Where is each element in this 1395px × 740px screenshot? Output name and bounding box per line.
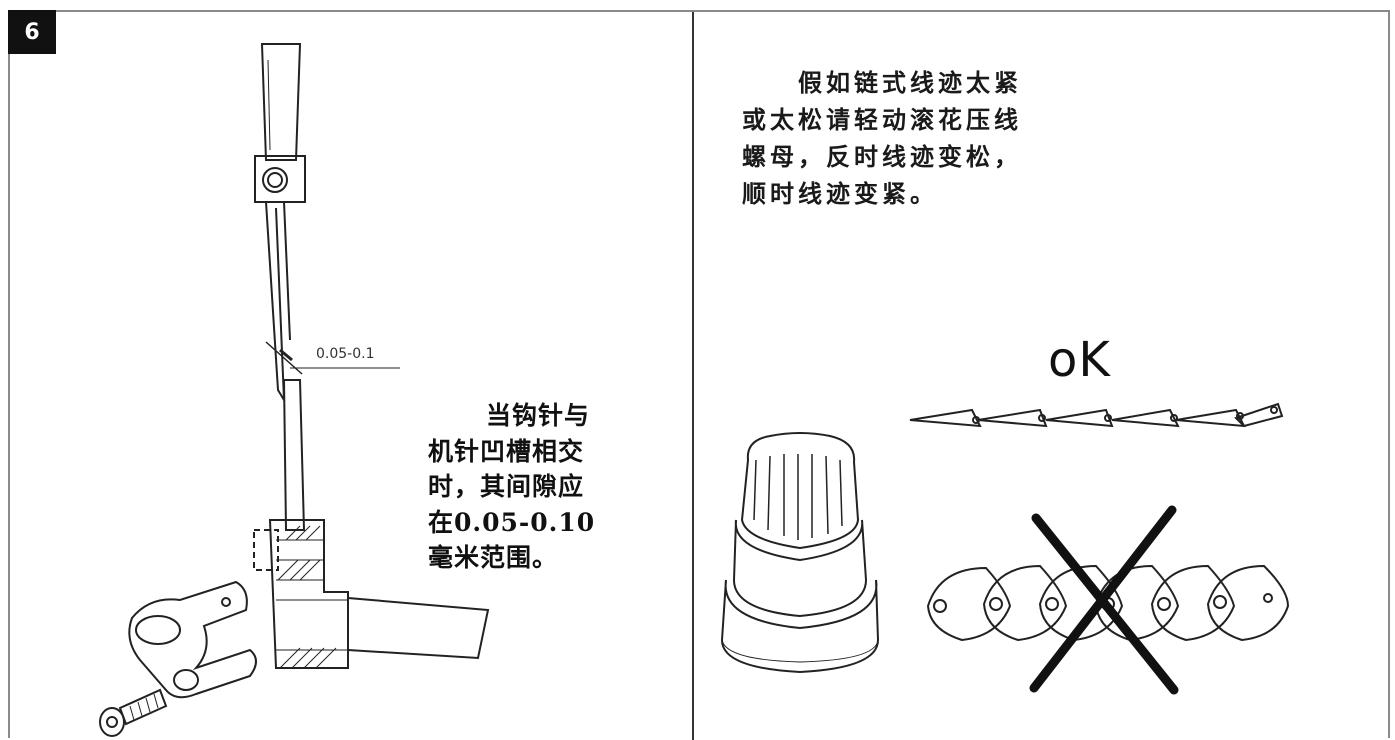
set-screw-body [118, 688, 168, 726]
hook-arm [347, 597, 490, 660]
wrong-cross-mark [1029, 505, 1179, 695]
instruction-line: 假如链式线迹太紧 [798, 68, 1022, 97]
hook-holder-drawing [99, 580, 257, 737]
needle-edge [283, 201, 291, 341]
caption-line: 毫米范围。 [428, 543, 559, 572]
page-frame [8, 10, 1390, 738]
gap-caption: 当钩针与 机针凹槽相交 时，其间隙应 在0.05-0.10 毫米范围。 [428, 398, 638, 576]
tension-instructions: 假如链式线迹太紧 或太松请轻动滚花压线 螺母，反时线迹变松， 顺时线迹变紧。 [742, 64, 1102, 212]
hook-holder-bore [135, 615, 181, 645]
wrong-stitch-chain [926, 564, 1290, 642]
knurled-nut-base [720, 579, 880, 674]
knurled-nut-middle [732, 519, 868, 618]
caption-line: 在0.05-0.10 [428, 507, 596, 537]
hook-holder-clamp [128, 580, 257, 699]
knurled-nut-top [740, 432, 860, 550]
clamp-screw-outer [262, 167, 288, 193]
needle-clamp-block [254, 155, 306, 203]
needle [265, 201, 285, 401]
gap-dimension-label: 0.05-0.1 [316, 346, 375, 362]
caption-line: 当钩针与 [486, 401, 591, 430]
instruction-line: 螺母，反时线迹变松， [742, 142, 1022, 171]
hook-column [282, 379, 306, 531]
step-number: 6 [24, 19, 40, 45]
needle-bar [260, 43, 302, 161]
gap-indicator-line [265, 341, 303, 375]
clamp-screw-inner [267, 172, 283, 188]
caption-line: 时，其间隙应 [428, 472, 585, 501]
hook-base-hidden [253, 529, 279, 571]
hook-base [268, 519, 349, 669]
panel-divider [692, 12, 694, 740]
step-number-badge: 6 [8, 10, 56, 54]
knurled-nut-drawing [720, 432, 880, 674]
ok-label: oK [1048, 332, 1111, 388]
needle-bar-drawing [253, 43, 490, 669]
ok-stitch-chain [909, 402, 1284, 428]
hook-holder-screw-hole [173, 669, 199, 691]
caption-line: 机针凹槽相交 [428, 436, 585, 466]
instruction-line: 顺时线迹变紧。 [742, 179, 938, 208]
set-screw-head [99, 707, 125, 737]
instruction-line: 或太松请轻动滚花压线 [742, 105, 1022, 134]
